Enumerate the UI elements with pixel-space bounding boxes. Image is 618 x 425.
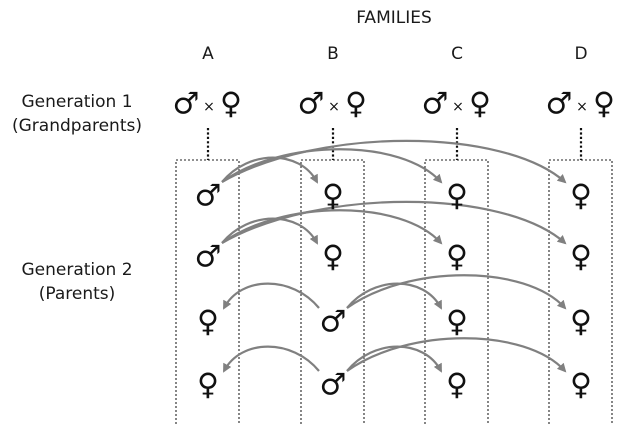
descent-lines [206,128,583,160]
cross-symbol-d: × [576,99,588,115]
family-label-d: D [574,44,588,64]
grandfather-symbol-a: ♂ [173,87,200,122]
grandmother-symbol-c: ♀ [469,87,491,122]
parent-male-a1: ♂ [195,179,222,214]
sex-symbols: ♂×♀♂×♀♂×♀♂×♀♂♀♀♀♂♀♀♀♀♂♀♀♀♂♀♀ [173,87,615,403]
family-box-b [300,159,365,425]
parent-male-b4: ♂ [320,368,347,403]
mating-arrow-b4-to-c4 [346,345,442,373]
parent-male-b3: ♂ [320,305,347,340]
parent-male-a2: ♂ [195,240,222,275]
parent-female-b1: ♀ [322,179,344,214]
cross-symbol-c: × [452,99,464,115]
family-label-c: C [451,44,463,64]
mating-arrow-a2-to-d2 [221,200,567,245]
generation-1-subtitle: (Grandparents) [12,116,142,136]
mating-arrow-b3-to-c3 [346,282,442,310]
grandmother-symbol-d: ♀ [593,87,615,122]
mating-arrow-b4-to-a4 [223,345,320,373]
parent-female-c1: ♀ [446,179,468,214]
parent-female-c4: ♀ [446,368,468,403]
parent-female-a3: ♀ [197,305,219,340]
parent-female-d2: ♀ [570,240,592,275]
parent-female-d4: ♀ [570,368,592,403]
parent-female-a4: ♀ [197,368,219,403]
generation-2-label: Generation 2 (Parents) [2,258,152,306]
family-box-a [175,159,240,425]
mating-arrow-a1-to-d1 [221,139,567,184]
grandfather-symbol-c: ♂ [422,87,449,122]
cross-symbol-a: × [203,99,215,115]
cross-symbol-b: × [328,99,340,115]
parent-female-d3: ♀ [570,305,592,340]
families-heading: FAMILIES [356,8,432,28]
grandfather-symbol-d: ♂ [546,87,573,122]
family-label-a: A [202,44,214,64]
generation-1-label: Generation 1 (Grandparents) [2,90,152,138]
grandfather-symbol-b: ♂ [298,87,325,122]
parent-female-b2: ♀ [322,240,344,275]
grandmother-symbol-b: ♀ [345,87,367,122]
generation-1-title: Generation 1 [21,92,133,112]
generation-2-title: Generation 2 [21,260,133,280]
mating-arrow-b3-to-a3 [223,282,320,310]
grandmother-symbol-a: ♀ [220,87,242,122]
mating-arrow-a1-to-c1 [221,148,443,184]
generation-2-subtitle: (Parents) [38,284,116,304]
parent-female-c2: ♀ [446,240,468,275]
mating-arrow-b3-to-d3 [346,274,567,310]
parent-female-d1: ♀ [570,179,592,214]
mating-arrow-b4-to-d4 [346,337,567,373]
mating-arrow-a2-to-c2 [221,209,443,245]
family-box-c [424,159,489,425]
mating-arrows [221,139,567,373]
parent-female-c3: ♀ [446,305,468,340]
family-label-b: B [327,44,339,64]
